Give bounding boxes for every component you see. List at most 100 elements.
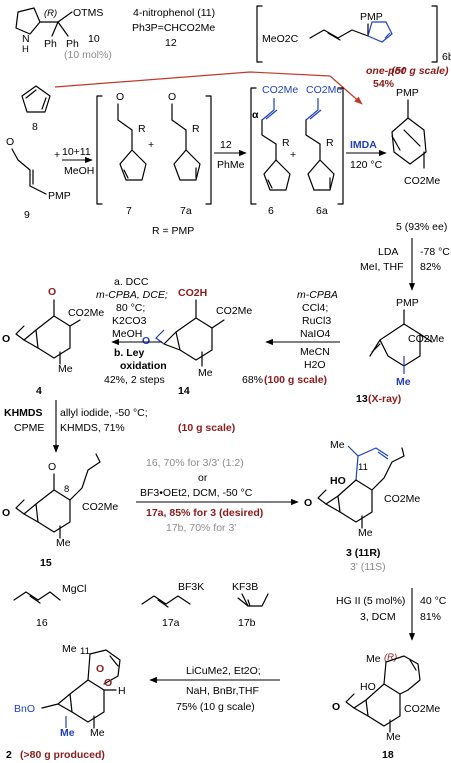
step4-temp: 80 °C; xyxy=(116,302,145,314)
step4-yield: 42%, 2 steps xyxy=(104,374,165,386)
step3-scale: (100 g scale) xyxy=(264,374,327,386)
cmpd9-pmp: PMP xyxy=(48,190,71,202)
step6-or: or xyxy=(198,472,208,484)
step5-allyl: allyl iodide, -50 °C; xyxy=(60,407,148,419)
cmpd2-me: Me xyxy=(62,643,77,655)
step4-dcc: a. DCC xyxy=(114,276,149,288)
cmpd3-epoxide-o: O xyxy=(304,497,312,509)
compound-13: PMP Me CO2Me 13 (X-ray) xyxy=(356,297,444,405)
cmpd3-ho: HO xyxy=(330,475,346,487)
cmpd6a-r: R xyxy=(326,137,334,149)
compounds-7-7a: O R 7 + O R 7a xyxy=(96,91,212,217)
cmpd14-o: O xyxy=(142,335,150,347)
cmpd7a-o: O xyxy=(168,91,176,103)
step6-17b: 17b, 70% for 3' xyxy=(166,522,236,534)
cmpd5-number: 5 (93% ee) xyxy=(396,221,447,233)
step2-reagent: 12 xyxy=(220,139,232,151)
step3-mcpba: m-CPBA xyxy=(297,289,338,301)
compound-14: CO2H O CO2Me Me 14 xyxy=(142,287,252,397)
r-definition: R = PMP xyxy=(152,225,194,237)
reagent-16-mgcl: MgCl xyxy=(62,583,87,595)
step7-solvent: 3, DCM xyxy=(360,611,396,623)
compound-18: Me (R) HO O CO2Me Me 18 xyxy=(332,652,440,761)
cmpd3-number: 3 (11R) xyxy=(346,547,380,559)
cmpd13-co2me: CO2Me xyxy=(408,333,444,345)
imda-temp: 120 °C xyxy=(350,159,383,171)
cmpd3-me: Me xyxy=(330,439,345,451)
compound-5: PMP CO2Me 5 (93% ee) xyxy=(391,87,447,233)
cmpd4-me: Me xyxy=(58,363,73,375)
step5-khmds: KHMDS xyxy=(4,407,43,419)
compound-9: O PMP 9 xyxy=(6,136,71,221)
cmpd2-produced: (>80 g produced) xyxy=(20,749,105,761)
step5-scale: (10 g scale) xyxy=(178,422,235,434)
step5-khmds2: KHMDS, 71% xyxy=(60,422,125,434)
reagent-17a-bf3k: BF3K xyxy=(178,581,204,593)
cmpd6a-number: 6a xyxy=(316,205,328,217)
cmpd5-pmp: PMP xyxy=(396,87,419,99)
plus-sign-2: + xyxy=(148,139,154,151)
cmpd14-number: 14 xyxy=(178,385,190,397)
step3-naio4: NaIO4 xyxy=(300,328,331,340)
one-pot-scale: (50 g scale) xyxy=(391,65,449,77)
step4-mcpba: m-CPBA, DCE; xyxy=(96,289,168,301)
otms-label: OTMS xyxy=(73,7,103,19)
stereo-r-label: (R) xyxy=(44,8,57,19)
cmpd6-number: 6 xyxy=(268,205,274,217)
step4-k2co3: K2CO3 xyxy=(112,315,147,327)
ph2-label: Ph xyxy=(66,38,79,50)
cmpd6-r: R xyxy=(282,137,290,149)
step8-benzylation: NaH, BnBr,THF xyxy=(186,685,259,697)
reagents-top: 4-nitrophenol (11) Ph3P=CHCO2Me 12 xyxy=(132,7,215,49)
reagent-16-number: 16 xyxy=(36,617,48,629)
step4-meoh: MeOH xyxy=(112,328,142,340)
step3-mecn: MeCN xyxy=(300,346,330,358)
cmpd6-co2me: CO2Me xyxy=(262,84,298,96)
imda-label: IMDA xyxy=(350,139,377,151)
reagent-wittig: Ph3P=CHCO2Me xyxy=(132,22,215,34)
step6-lewis-acid: BF3•OEt2, DCM, -50 °C xyxy=(140,487,253,499)
plus-sign-3: + xyxy=(290,149,296,161)
lda-temp: -78 °C xyxy=(420,246,450,258)
cmpd18-me: Me xyxy=(366,653,381,665)
cmpd14-me: Me xyxy=(198,367,213,379)
6b-number: 6b xyxy=(442,51,451,63)
cmpd15-me: Me xyxy=(56,537,71,549)
cmpd18-epoxide-o: O xyxy=(332,701,340,713)
step3-h2o: H2O xyxy=(304,359,326,371)
step8-cuprate: LiCuMe2, Et2O; xyxy=(186,665,261,677)
step4-oxidation: oxidation xyxy=(120,360,167,372)
cmpd13-number: 13 xyxy=(356,393,368,405)
cmpd2-h: H xyxy=(118,685,126,697)
cmpd4-number: 4 xyxy=(36,385,42,397)
step2-solvent: PhMe xyxy=(217,159,245,171)
ph1-label: Ph xyxy=(44,38,57,50)
step8-yield: 75% (10 g scale) xyxy=(176,701,255,713)
cmpd8-number: 8 xyxy=(32,121,38,133)
one-pot-yield: 54% xyxy=(373,78,395,90)
cmpd13-me: Me xyxy=(396,376,411,388)
cmpd7a-number: 7a xyxy=(180,205,192,217)
cmpd13-xray: (X-ray) xyxy=(368,393,401,405)
step7-temp: 40 °C xyxy=(420,595,447,607)
step3-rucl3: RuCl3 xyxy=(302,315,331,327)
compound-3: Me 11 HO O CO2Me Me 3 (11R) 3' (11S) xyxy=(304,439,420,573)
compound-15: O O 8 CO2Me Me 15 xyxy=(2,453,118,569)
step3-ccl4: CCl4; xyxy=(302,302,328,314)
cmpd4-epoxide-o: O xyxy=(2,333,10,345)
reagent-17b-number: 17b xyxy=(238,617,256,629)
cmpd2-core-me-2: Me xyxy=(60,727,75,739)
cmpd2-bno: BnO xyxy=(14,703,35,715)
cmpd18-co2me: CO2Me xyxy=(404,703,440,715)
cmpd18-stereo: (R) xyxy=(384,652,397,663)
cmpd2-o2: O xyxy=(104,677,112,689)
reagent-17b-kf3b: KF3B xyxy=(232,581,258,593)
cmpd3-co2me: CO2Me xyxy=(384,493,420,505)
compound-2: Me 11 O O H BnO Me Me 2 (>80 g produced) xyxy=(6,643,126,761)
cmpd7a-r: R xyxy=(192,123,200,135)
cmpd2-number: 2 xyxy=(6,749,12,761)
reagent-17a-number: 17a xyxy=(162,617,180,629)
nh-label: N xyxy=(22,33,30,45)
cmpd14-co2h: CO2H xyxy=(178,287,207,299)
catalyst-number: 10 xyxy=(88,33,100,45)
